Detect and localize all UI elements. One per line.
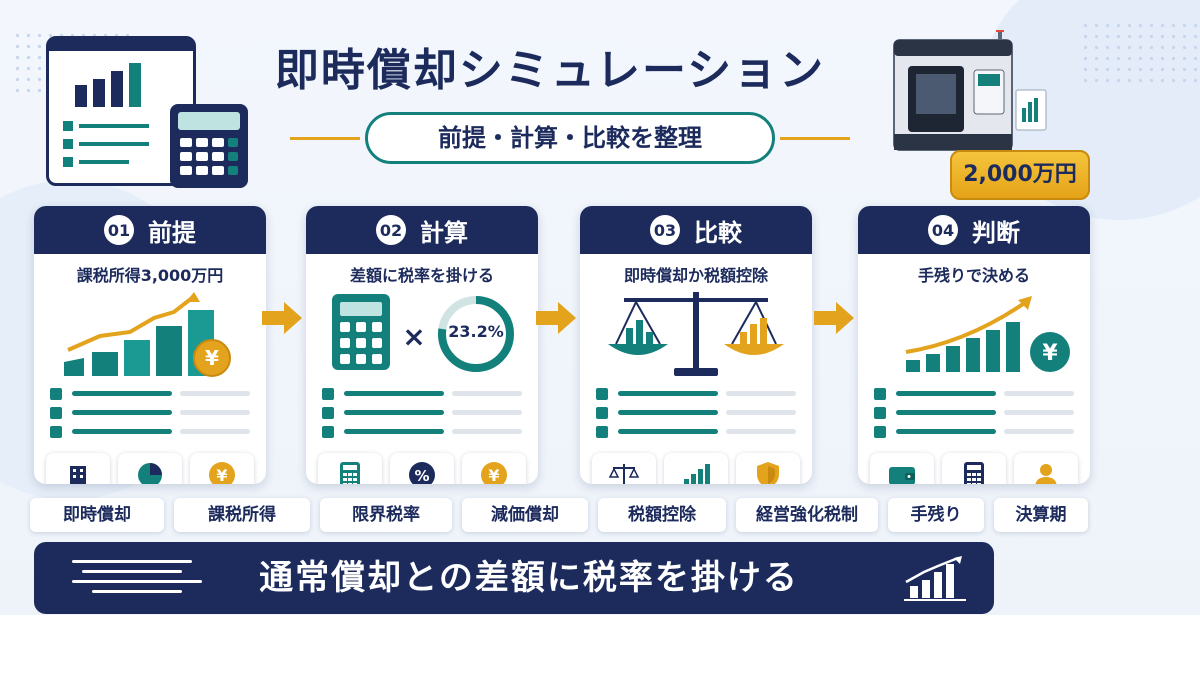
card-subtitle: 即時償却か税額控除 [623, 266, 768, 285]
balance-scale-icon [580, 288, 812, 380]
infographic-stage: 即時償却シミュレーション 前提・計算・比較を整理 2,000万円 01 前提 課… [0, 0, 1200, 615]
growth-chart-icon: ¥ [34, 288, 266, 380]
keyword-tag: 減価償却 [462, 498, 588, 532]
card-header: 01 前提 [34, 206, 266, 254]
svg-text:¥: ¥ [205, 346, 219, 370]
card-header: 03 比較 [580, 206, 812, 254]
step-number: 03 [650, 215, 680, 245]
subtitle-group: 前提・計算・比較を整理 [290, 112, 850, 164]
svg-text:%: % [414, 467, 429, 484]
keyword-tag: 即時償却 [30, 498, 164, 532]
percent-icon: % [390, 453, 454, 484]
cnc-machine-icon [888, 28, 1048, 160]
checklist [306, 384, 538, 441]
profit-chart-icon: ¥ [858, 288, 1090, 380]
step-number: 02 [376, 215, 406, 245]
shield-icon [736, 453, 800, 484]
page-title: 即時償却シミュレーション [274, 45, 826, 96]
card-comparison: 03 比較 即時償却か税額控除 [580, 206, 812, 484]
card-title: 判断 [972, 218, 1020, 247]
keyword-tag: 経営強化税制 [736, 498, 878, 532]
calculator-icon [942, 453, 1006, 484]
svg-text:¥: ¥ [1042, 341, 1058, 366]
card-subtitle: 手残りで決める [917, 266, 1030, 285]
card-subtitle: 課税所得3,000万円 [76, 266, 224, 285]
keyword-tag: 税額控除 [598, 498, 726, 532]
svg-text:¥: ¥ [216, 466, 227, 484]
yen-coin-icon: ¥ [462, 453, 526, 484]
calculator-icon [318, 453, 382, 484]
wallet-icon [870, 453, 934, 484]
keyword-tag: 限界税率 [320, 498, 452, 532]
arrow-right-icon [262, 302, 302, 334]
keyword-tag: 決算期 [994, 498, 1088, 532]
card-premise: 01 前提 課税所得3,000万円 ¥ [34, 206, 266, 484]
checklist [34, 384, 266, 441]
card-decision: 04 判断 手残りで決める ¥ [858, 206, 1090, 484]
step-number: 01 [104, 215, 134, 245]
divider [290, 137, 360, 140]
card-calculation: 02 計算 差額に税率を掛ける × 23.2% % [306, 206, 538, 484]
building-icon [46, 453, 110, 484]
checklist [580, 384, 812, 441]
pie-chart-icon [118, 453, 182, 484]
card-header: 02 計算 [306, 206, 538, 254]
person-icon [1014, 453, 1078, 484]
calculator-icon [170, 104, 248, 188]
rising-chart-icon [904, 556, 966, 601]
svg-text:×: × [402, 320, 425, 353]
arrow-right-icon [536, 302, 576, 334]
svg-text:¥: ¥ [488, 466, 499, 484]
subtitle-pill: 前提・計算・比較を整理 [365, 112, 775, 164]
card-title: 計算 [420, 218, 468, 247]
keyword-tag: 手残り [888, 498, 984, 532]
keyword-tag: 課税所得 [174, 498, 310, 532]
tax-rate-label: 23.2% [448, 322, 504, 341]
bar-chart-icon [664, 453, 728, 484]
arrow-right-icon [814, 302, 854, 334]
dot-pattern [1080, 20, 1200, 90]
divider [780, 137, 850, 140]
price-tag: 2,000万円 [950, 150, 1090, 200]
card-header: 04 判断 [858, 206, 1090, 254]
scale-icon [592, 453, 656, 484]
card-title: 前提 [148, 218, 196, 247]
checklist [858, 384, 1090, 441]
banner-text: 通常償却との差額に税率を掛ける [259, 558, 799, 598]
step-number: 04 [928, 215, 958, 245]
card-title: 比較 [694, 218, 742, 247]
calculation-illustration: × 23.2% [306, 288, 538, 380]
summary-banner: 通常償却との差額に税率を掛ける [34, 542, 994, 614]
yen-coin-icon: ¥ [190, 453, 254, 484]
card-subtitle: 差額に税率を掛ける [349, 266, 494, 285]
